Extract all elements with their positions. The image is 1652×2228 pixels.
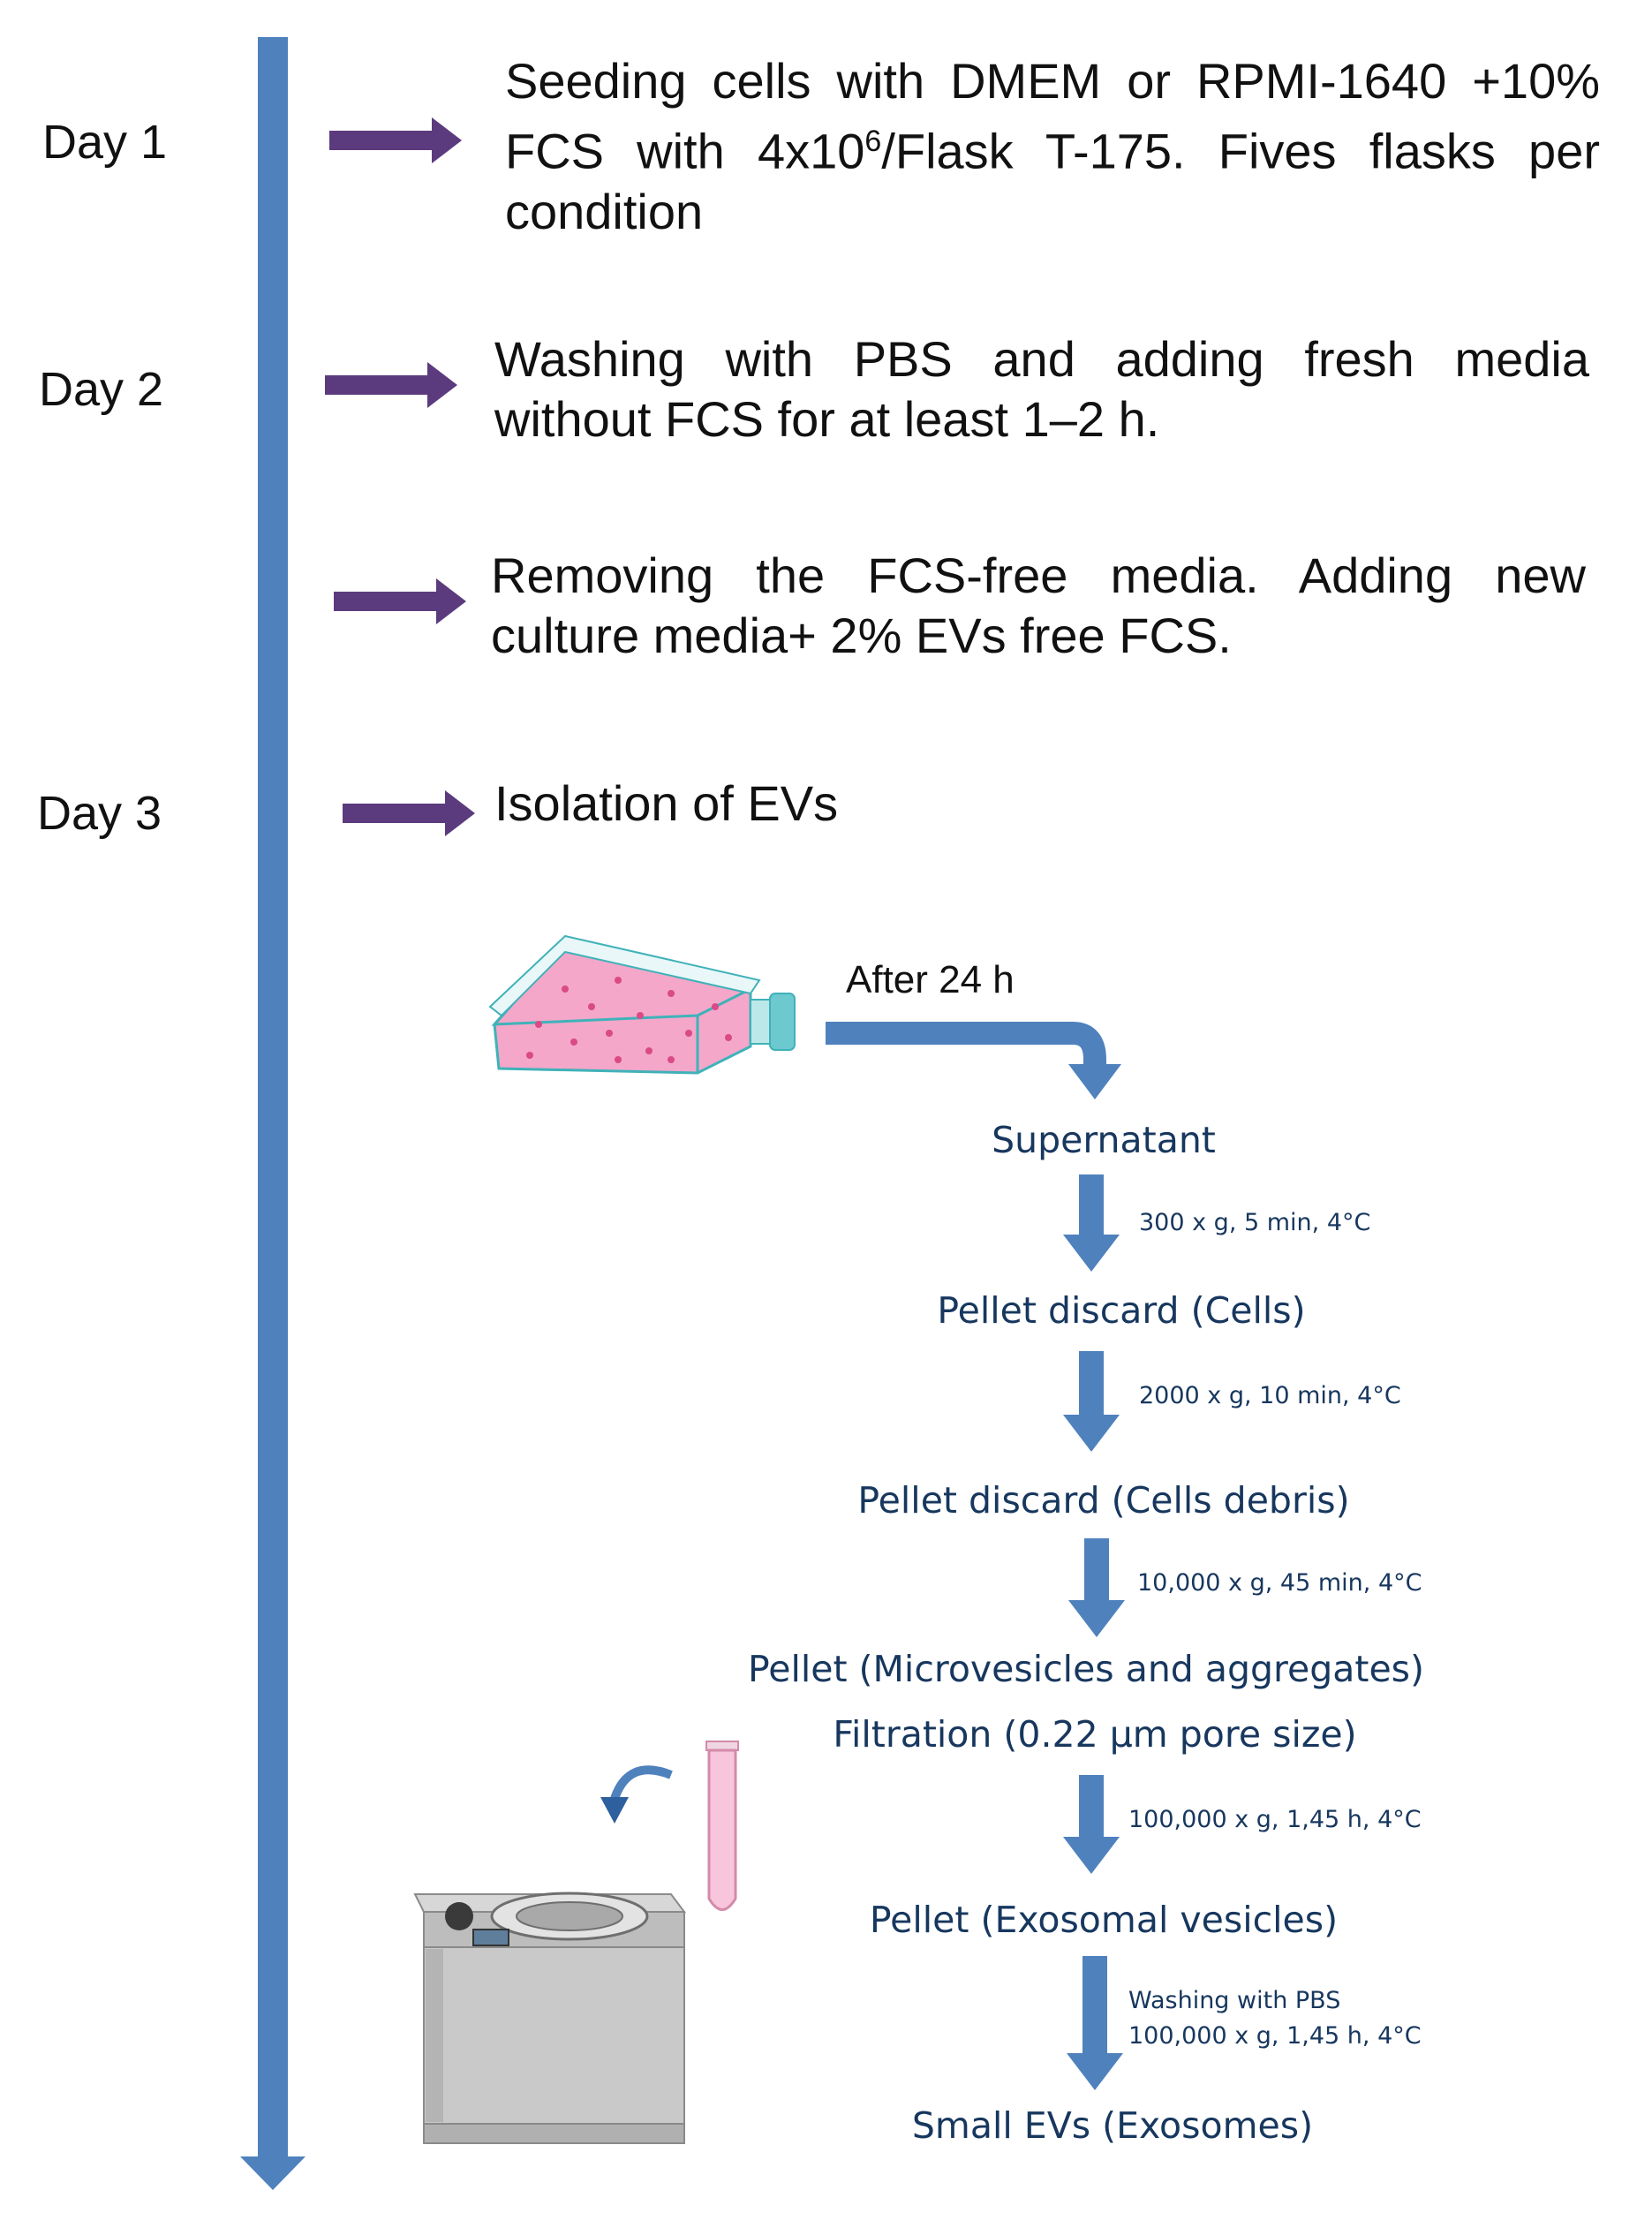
step-arrow-3	[334, 578, 466, 624]
condition-2: 2000 x g, 10 min, 4°C	[1139, 1382, 1401, 1409]
step-text-1-superscript: 6	[864, 125, 882, 158]
condition-6: 100,000 x g, 1,45 h, 4°C	[1128, 2022, 1422, 2050]
flow-arrow-5	[1067, 1956, 1123, 2090]
flow-arrow-1	[1063, 1174, 1120, 1272]
after-24h-label: After 24 h	[846, 958, 1015, 1001]
day-label-3: Day 3	[37, 787, 162, 840]
day-label-2: Day 2	[39, 363, 164, 416]
step-text-3: Removing the FCS-free media. Adding new …	[491, 548, 1586, 663]
curved-arrow-icon	[600, 1765, 673, 1824]
condition-3: 10,000 x g, 45 min, 4°C	[1137, 1569, 1422, 1597]
condition-1: 300 x g, 5 min, 4°C	[1139, 1209, 1371, 1236]
step-arrow-1	[329, 117, 462, 163]
stage-filtration: Filtration (0.22 µm pore size)	[833, 1713, 1357, 1756]
stage-small-evs: Small EVs (Exosomes)	[911, 2104, 1314, 2147]
stage-pellet-exosomal: Pellet (Exosomal vesicles)	[869, 1899, 1339, 1941]
culture-flask-icon	[488, 934, 796, 1075]
step-text-2: Washing with PBS and adding fresh media …	[494, 331, 1589, 447]
timeline-arrow	[240, 37, 306, 2190]
step-text-4: Isolation of EVs	[494, 775, 839, 831]
step-text-1: Seeding cells with DMEM or RPMI-1640 +10…	[505, 53, 1600, 239]
centrifuge-icon	[413, 1892, 686, 2144]
step-arrow-2	[325, 362, 457, 408]
stage-pellet-cells: Pellet discard (Cells)	[937, 1289, 1306, 1332]
stage-supernatant: Supernatant	[992, 1119, 1216, 1161]
condition-5: Washing with PBS	[1128, 1987, 1341, 2014]
day-label-1: Day 1	[42, 116, 168, 169]
flow-arrow-2	[1063, 1351, 1120, 1452]
condition-4: 100,000 x g, 1,45 h, 4°C	[1128, 1806, 1422, 1833]
flask-to-supernatant-arrow	[826, 1022, 1121, 1099]
step-arrow-4	[343, 790, 475, 836]
stage-pellet-cells-debris: Pellet discard (Cells debris)	[857, 1479, 1350, 1522]
test-tube-icon	[705, 1741, 739, 1911]
flow-arrow-4	[1063, 1775, 1120, 1874]
stage-pellet-microvesicles: Pellet (Microvesicles and aggregates)	[747, 1648, 1425, 1690]
flow-arrow-3	[1068, 1538, 1125, 1637]
